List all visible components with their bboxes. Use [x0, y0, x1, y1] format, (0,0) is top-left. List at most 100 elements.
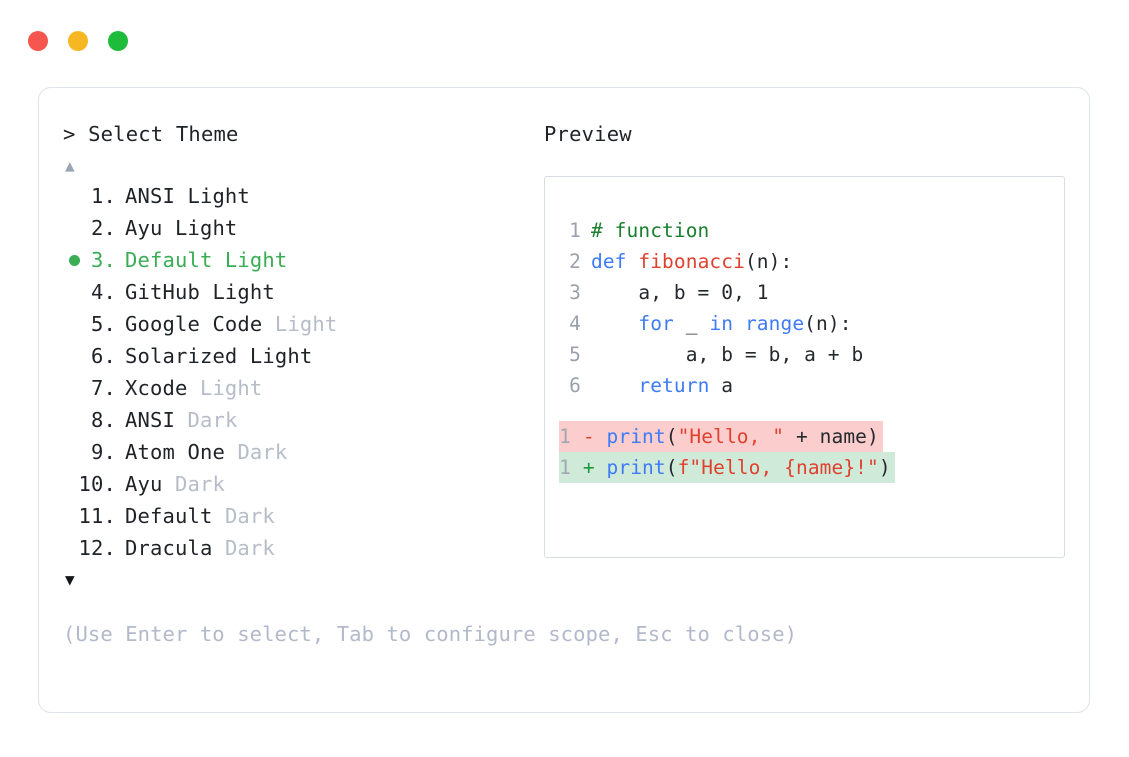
- code-line: 3 a, b = 0, 1: [559, 277, 1064, 308]
- code-line: 5 a, b = b, a + b: [559, 339, 1064, 370]
- code-line-number: 4: [569, 312, 581, 335]
- diff-line: 1 + print(f"Hello, {name}!"): [559, 452, 1064, 483]
- code-token: fibonacci: [638, 250, 745, 273]
- theme-item-name: Atom One: [125, 440, 238, 464]
- scroll-down-icon[interactable]: ▼: [65, 570, 75, 589]
- theme-item-variant: Dark: [237, 440, 288, 464]
- theme-item-name: Default: [125, 504, 225, 528]
- theme-item-name: GitHub Light: [125, 280, 275, 304]
- diff-line-number: 1: [559, 425, 571, 448]
- theme-item-number: 11.: [78, 504, 116, 528]
- code-token: a, b =: [591, 281, 722, 304]
- theme-list-item[interactable]: 5. Google Code Light: [63, 308, 533, 340]
- diff-token: print: [606, 425, 666, 448]
- code-token: return: [638, 374, 710, 397]
- diff-line-content: 1 + print(f"Hello, {name}!"): [559, 452, 895, 483]
- code-line: 4 for _ in range(n):: [559, 308, 1064, 339]
- theme-item-name: Solarized Light: [125, 344, 313, 368]
- preview-title: Preview: [544, 122, 632, 146]
- code-token: a: [709, 374, 734, 397]
- theme-item-name: Ayu: [125, 472, 175, 496]
- theme-item-number: 7.: [91, 376, 116, 400]
- scroll-up-icon[interactable]: ▲: [65, 156, 75, 175]
- theme-list[interactable]: 1.ANSI Light 2. Ayu Light 3. Default Light 4.…: [63, 180, 533, 564]
- code-token: _: [673, 312, 710, 335]
- diff-line-content: 1 - print("Hello, " + name): [559, 421, 883, 452]
- theme-item-variant: Dark: [224, 504, 275, 528]
- theme-item-number: 5.: [91, 312, 116, 336]
- theme-item-number: 6.: [91, 344, 116, 368]
- code-token: # function: [591, 219, 710, 242]
- code-line: 6 return a: [559, 370, 1064, 401]
- code-token: ,: [733, 281, 757, 304]
- theme-item-variant: Dark: [174, 472, 225, 496]
- theme-item-name: ANSI Light: [125, 184, 250, 208]
- code-token: 0: [721, 281, 734, 304]
- diff-token: f"Hello, {name}!": [677, 456, 879, 479]
- theme-item-variant: Light: [274, 312, 338, 336]
- theme-list-item[interactable]: 2. Ayu Light: [63, 212, 533, 244]
- theme-item-variant: Dark: [187, 408, 238, 432]
- code-token: range: [744, 312, 805, 335]
- selected-bullet-icon: [69, 255, 80, 266]
- theme-selector-panel: > Select Theme ▲ 1.ANSI Light 2. Ayu Light…: [63, 120, 798, 646]
- theme-item-name: Dracula: [125, 536, 225, 560]
- maximize-window-button[interactable]: [108, 31, 128, 51]
- theme-list-item[interactable]: 8.ANSI Dark: [63, 404, 533, 436]
- code-token: (n):: [804, 312, 852, 335]
- theme-list-item[interactable]: 10. Ayu Dark: [63, 468, 533, 500]
- theme-item-number: 9.: [91, 440, 116, 464]
- code-token: in: [709, 312, 745, 335]
- keyboard-help-text: (Use Enter to select, Tab to configure s…: [63, 622, 798, 646]
- theme-list-item[interactable]: 11. Default Dark: [63, 500, 533, 532]
- code-line-number: 2: [569, 250, 581, 273]
- theme-item-name: Ayu Light: [125, 216, 238, 240]
- theme-item-name: Xcode: [125, 376, 200, 400]
- diff-token: (: [665, 456, 678, 479]
- theme-list-item[interactable]: 3. Default Light: [63, 244, 533, 276]
- diff-token: (: [665, 425, 678, 448]
- theme-item-number: 10.: [78, 472, 116, 496]
- theme-list-item[interactable]: 12. Dracula Dark: [63, 532, 533, 564]
- code-line-number: 5: [569, 343, 581, 366]
- code-line-number: 6: [569, 374, 581, 397]
- diff-line: 1 - print("Hello, " + name): [559, 421, 1064, 452]
- theme-item-number: 4.: [91, 280, 116, 304]
- diff-token: + name): [784, 425, 879, 448]
- code-line: 1# function: [559, 215, 1064, 246]
- theme-item-name: ANSI: [125, 408, 188, 432]
- prompt-label: > Select Theme: [63, 122, 239, 146]
- diff-token: print: [606, 456, 666, 479]
- theme-item-number: 12.: [78, 536, 116, 560]
- code-line-number: 3: [569, 281, 581, 304]
- code-token: def: [591, 250, 639, 273]
- theme-list-item[interactable]: 7.Xcode Light: [63, 372, 533, 404]
- code-token: for: [638, 312, 674, 335]
- theme-item-number: 3.: [91, 248, 116, 272]
- window-controls: [28, 31, 128, 51]
- diff-sign: +: [571, 456, 607, 479]
- code-token: [591, 312, 638, 335]
- theme-item-name: Google Code: [125, 312, 275, 336]
- close-window-button[interactable]: [28, 31, 48, 51]
- diff-token: ): [878, 456, 891, 479]
- theme-item-number: 2.: [91, 216, 116, 240]
- diff-line-number: 1: [559, 456, 571, 479]
- theme-item-variant: Dark: [224, 536, 275, 560]
- minimize-window-button[interactable]: [68, 31, 88, 51]
- diff-sample: 1 - print("Hello, " + name)1 + print(f"H…: [545, 421, 1064, 483]
- theme-picker-card: > Select Theme ▲ 1.ANSI Light 2. Ayu Light…: [38, 87, 1090, 713]
- theme-list-item[interactable]: 1.ANSI Light: [63, 180, 533, 212]
- theme-list-item[interactable]: 4. GitHub Light: [63, 276, 533, 308]
- diff-token: "Hello, ": [677, 425, 785, 448]
- theme-list-item[interactable]: 9. Atom One Dark: [63, 436, 533, 468]
- theme-item-name: Default Light: [125, 248, 288, 272]
- code-token: a, b = b, a + b: [591, 343, 864, 366]
- theme-list-item[interactable]: 6. Solarized Light: [63, 340, 533, 372]
- code-token: 1: [756, 281, 769, 304]
